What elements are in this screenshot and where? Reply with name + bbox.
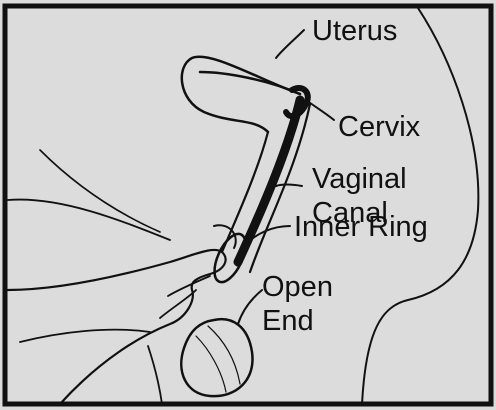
label-open-end-line1: Open [262,271,333,303]
label-uterus: Uterus [312,15,397,47]
label-open-end-line2: End [262,305,314,337]
label-vaginal-canal-line1: Vaginal [312,163,407,195]
label-cervix: Cervix [338,111,421,143]
label-inner-ring: Inner Ring [294,211,428,243]
